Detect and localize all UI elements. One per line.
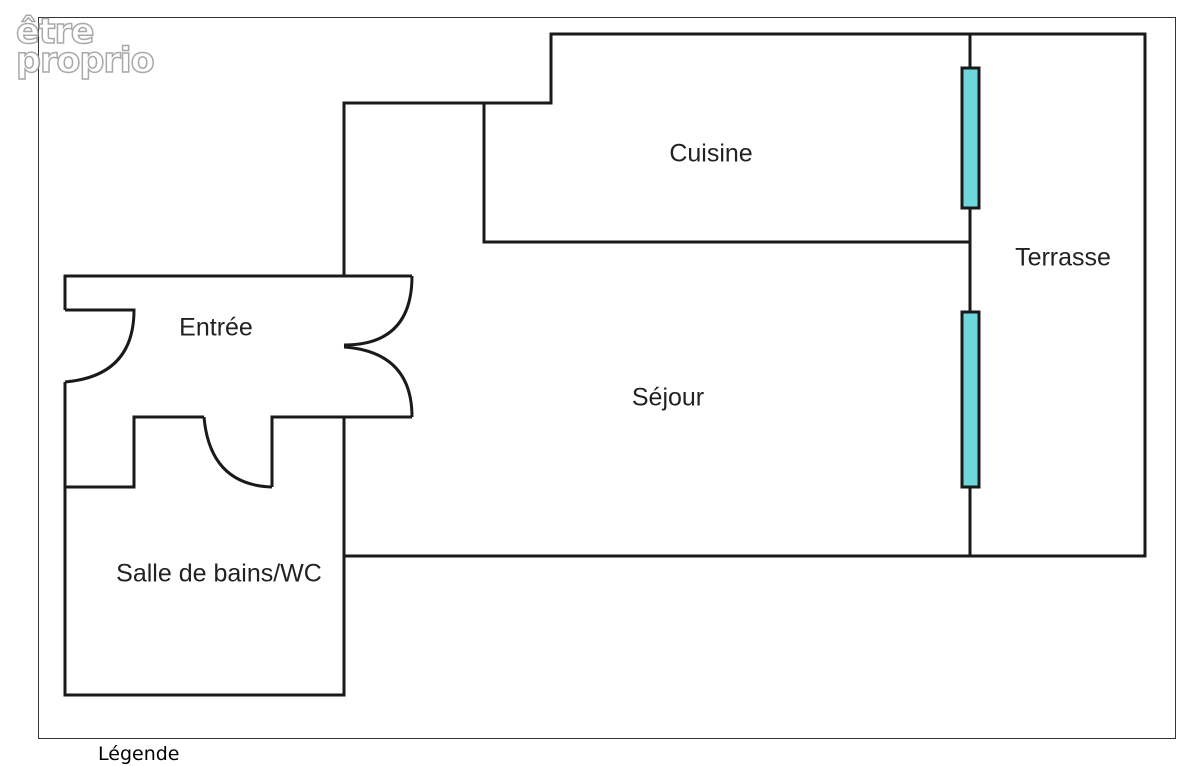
- wall-entree-bottom-left: [63, 382, 204, 489]
- wall-kitchen-top: [342, 32, 1147, 558]
- wall-bathroom: [63, 417, 346, 697]
- wall-kitchen-inner: [482, 103, 970, 244]
- legend-caption: Légende: [98, 743, 180, 765]
- door-entree-left: [64, 308, 136, 384]
- window-sejour: [960, 310, 981, 489]
- door-bathroom: [202, 416, 273, 489]
- watermark-line-1: être: [15, 12, 95, 52]
- wall-entree-top: [63, 274, 344, 310]
- room-label-cuisine: Cuisine: [669, 139, 753, 168]
- plan-frame: [38, 17, 1176, 739]
- window-kitchen: [960, 66, 981, 210]
- door-entree-right-bottom: [343, 345, 414, 418]
- room-label-terrasse: Terrasse: [1015, 243, 1111, 272]
- walls: [63, 32, 1147, 697]
- watermark-logo: être proprio: [15, 12, 155, 81]
- wall-entree-bottom-right: [270, 415, 412, 487]
- room-label-entree: Entrée: [179, 313, 253, 342]
- room-label-salle-de-bains: Salle de bains/WC: [116, 559, 322, 588]
- room-label-sejour: Séjour: [631, 383, 705, 412]
- watermark-line-2: proprio: [15, 41, 155, 81]
- door-entree-right-top: [343, 275, 414, 347]
